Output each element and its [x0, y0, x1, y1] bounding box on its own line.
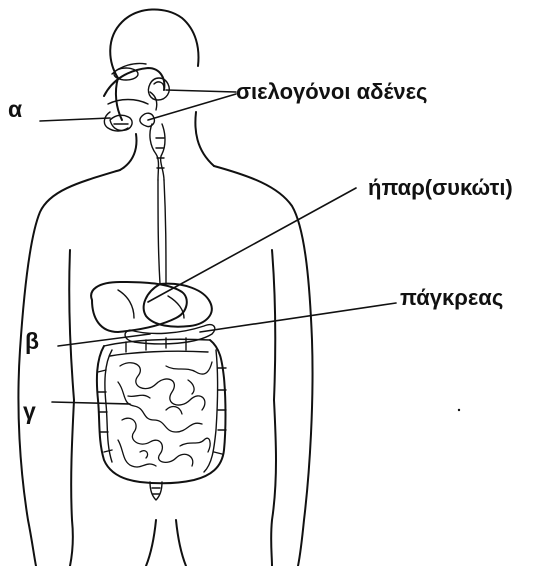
large-intestine	[97, 338, 226, 500]
label-beta: β	[25, 330, 39, 353]
label-pancreas: πάγκρεας	[400, 287, 503, 309]
leader-salivary-upper	[166, 90, 236, 92]
leader-salivary-lower	[148, 94, 236, 120]
esophagus	[150, 124, 166, 284]
label-gamma: γ	[23, 400, 36, 423]
leader-lines	[40, 90, 396, 404]
label-liver: ήπαρ(συκώτι)	[368, 177, 513, 199]
label-alpha: α	[8, 98, 22, 121]
leader-beta	[58, 334, 150, 346]
oral-cavity	[104, 63, 164, 130]
leader-pancreas	[200, 303, 396, 332]
small-intestine	[118, 362, 212, 467]
leader-alpha	[40, 118, 110, 121]
stray-dot	[458, 409, 460, 411]
leader-liver	[148, 188, 356, 302]
label-salivary-glands: σιελογόνοι αδένες	[236, 81, 428, 103]
leader-gamma	[52, 402, 130, 404]
